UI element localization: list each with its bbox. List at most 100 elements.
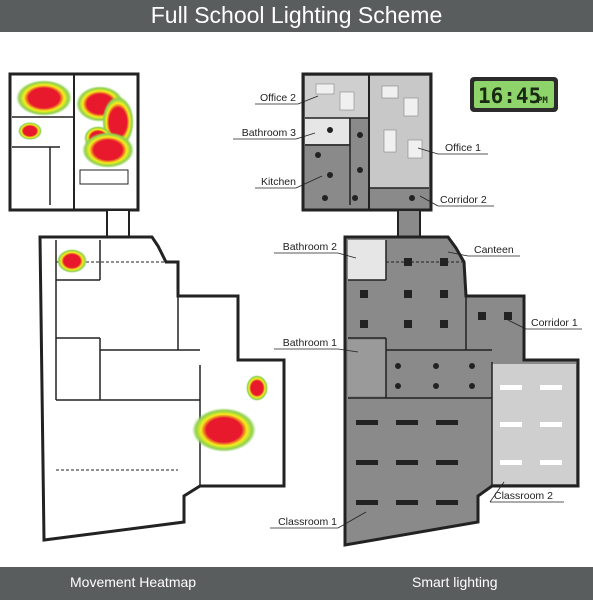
light-square — [440, 320, 448, 328]
desk — [315, 83, 335, 95]
light-dot — [327, 172, 333, 178]
leader-line — [295, 132, 316, 140]
clock-time: 16:45 — [478, 84, 541, 108]
bathroom1-room — [348, 340, 386, 396]
label-classroom2: Classroom 2 — [494, 490, 553, 502]
leader-line — [337, 511, 367, 529]
light-bar — [436, 420, 458, 425]
lcd-clock: 16:45 PM — [470, 77, 558, 112]
heat-blob-group-top — [16, 80, 134, 168]
label-corridor1: Corridor 1 — [531, 317, 578, 329]
leader-line — [417, 147, 439, 155]
left-top-desk — [79, 169, 129, 185]
classroom2-light-bars — [500, 385, 562, 465]
left-connector — [106, 209, 130, 238]
heatmap-plan — [8, 72, 286, 542]
office1-room-lit — [370, 76, 429, 188]
office-desks — [315, 83, 423, 159]
light-bar — [500, 422, 522, 427]
classroom1-light-bars — [356, 420, 458, 505]
heat-blob — [16, 80, 72, 116]
top-light-dots — [315, 127, 415, 201]
desk — [339, 91, 355, 111]
leader-line — [447, 251, 469, 257]
light-square — [478, 312, 486, 320]
leader-line — [419, 195, 439, 207]
right-connector — [397, 209, 421, 238]
desk — [403, 97, 419, 117]
light-bar — [396, 500, 418, 505]
light-square — [404, 290, 412, 298]
light-bar — [540, 460, 562, 465]
title-bar: Full School Lighting Scheme — [0, 0, 593, 32]
heat-blob-group-main — [57, 249, 268, 452]
light-dot — [469, 383, 475, 389]
light-dot — [469, 363, 475, 369]
heat-blob — [246, 375, 268, 401]
label-office1: Office 1 — [445, 142, 481, 154]
page-title: Full School Lighting Scheme — [150, 2, 443, 28]
bathroom2-room — [348, 240, 386, 280]
leader-line — [337, 348, 359, 353]
light-bar — [396, 420, 418, 425]
leader-line — [297, 95, 319, 105]
label-classroom1: Classroom 1 — [278, 516, 337, 528]
light-bar — [436, 460, 458, 465]
caption-right: Smart lighting — [412, 574, 498, 590]
light-square — [504, 312, 512, 320]
light-bar — [396, 460, 418, 465]
desk — [381, 85, 399, 99]
light-dot — [395, 383, 401, 389]
label-leader-lines — [233, 95, 582, 529]
light-square — [440, 258, 448, 266]
clock-screen — [474, 81, 554, 108]
floor-plans: Office 2 Bathroom 3 Kitchen Office 1 Cor… — [8, 72, 582, 547]
light-bar — [356, 420, 378, 425]
smart-lighting-plan — [301, 72, 580, 547]
light-dot — [433, 383, 439, 389]
desk — [407, 139, 423, 159]
light-bar — [540, 385, 562, 390]
light-dot — [357, 167, 363, 173]
leader-line — [295, 175, 323, 189]
light-square — [404, 258, 412, 266]
main-light-squares — [360, 258, 512, 389]
heat-blob — [57, 249, 87, 273]
desk — [383, 129, 397, 153]
caption-left: Movement Heatmap — [70, 574, 197, 590]
light-square — [404, 320, 412, 328]
label-office2: Office 2 — [260, 92, 296, 104]
bathroom3-room — [305, 118, 349, 144]
light-dot — [433, 363, 439, 369]
light-bar — [436, 500, 458, 505]
leader-line — [337, 252, 357, 259]
light-square — [440, 290, 448, 298]
light-bar — [500, 385, 522, 390]
light-square — [360, 320, 368, 328]
left-main-building-outline — [38, 235, 286, 542]
light-dot — [395, 363, 401, 369]
label-canteen: Canteen — [474, 244, 514, 256]
label-bathroom3: Bathroom 3 — [242, 127, 296, 139]
light-dot — [327, 127, 333, 133]
light-bar — [356, 500, 378, 505]
light-dot — [322, 195, 328, 201]
heat-blob — [82, 132, 134, 168]
light-dot — [315, 152, 321, 158]
label-kitchen: Kitchen — [261, 176, 296, 188]
light-square — [360, 290, 368, 298]
light-dot — [357, 132, 363, 138]
leader-line — [489, 481, 505, 503]
heat-blob — [18, 122, 42, 140]
heat-blob — [192, 408, 256, 452]
caption-bar: Movement Heatmap Smart lighting — [0, 567, 593, 600]
clock-period: PM — [537, 96, 548, 106]
label-corridor2: Corridor 2 — [440, 194, 487, 206]
light-bar — [540, 422, 562, 427]
light-bar — [356, 460, 378, 465]
label-bathroom1: Bathroom 1 — [283, 337, 337, 349]
leader-line — [507, 319, 527, 330]
light-dot — [409, 195, 415, 201]
light-bar — [500, 460, 522, 465]
label-bathroom2: Bathroom 2 — [283, 241, 337, 253]
